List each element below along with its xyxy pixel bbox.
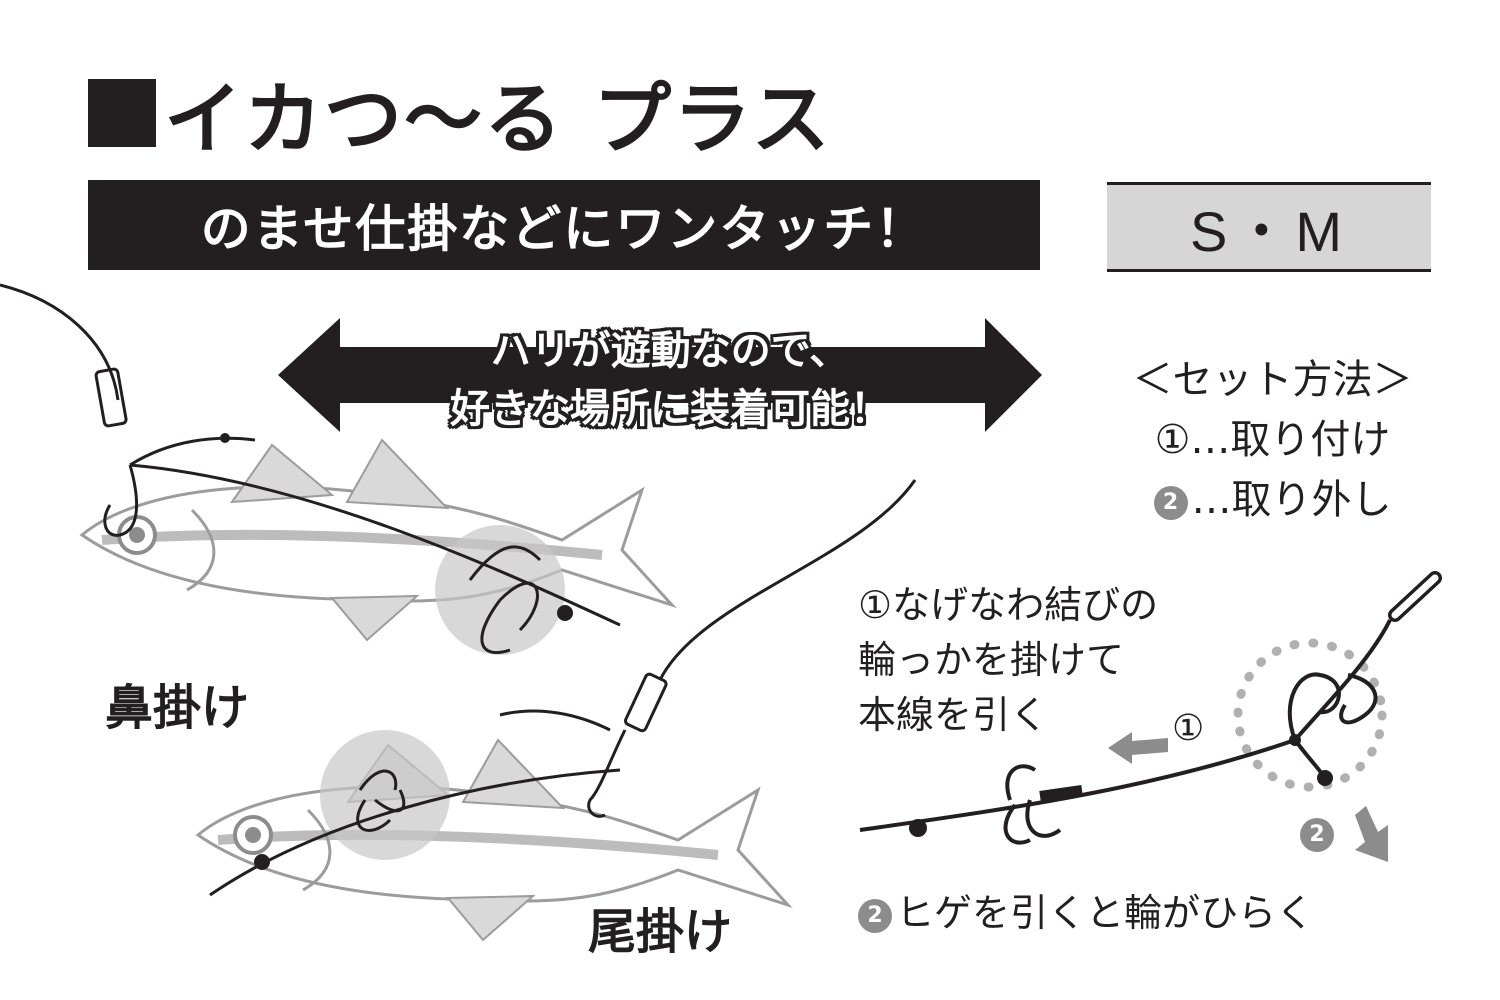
arrow-callout-line-1: ハリが遊動なので、 — [490, 328, 850, 374]
title-text: イカつ〜る プラス — [164, 75, 832, 165]
attach-instructions-line-3: 本線を引く — [858, 693, 1049, 737]
step-two-marker-badge: 2 — [1300, 818, 1334, 852]
size-text: S・M — [1190, 199, 1348, 263]
pull-down-arrow-icon — [1355, 806, 1388, 862]
pull-left-arrow-icon — [1108, 732, 1168, 764]
double-arrow-icon — [278, 318, 1042, 432]
attach-instructions: ①なげなわ結びの 輪っかを掛けて 本線を引く — [858, 578, 1158, 743]
knot-highlight-dashed — [1233, 638, 1387, 792]
step-one-marker: ① — [1172, 708, 1205, 749]
release-text: ヒゲを引くと輪がひらく — [896, 891, 1315, 935]
set-method-panel: ＜セット方法＞ ①…取り付け 2…取り外し — [1100, 350, 1445, 530]
attach-instructions-line-2: 輪っかを掛けて — [858, 638, 1125, 682]
arrow-callout: ハリが遊動なので、 好きな場所に装着可能！ — [360, 322, 980, 438]
set-method-detach: …取り外し — [1191, 477, 1392, 523]
tail-hook-label: 尾掛け — [588, 904, 733, 960]
step-two-badge: 2 — [1153, 486, 1188, 520]
nose-hook-rig — [0, 283, 621, 655]
title-square-icon — [88, 79, 156, 147]
set-method-attach: ①…取り付け — [1154, 417, 1391, 463]
tail-hook-highlight — [320, 730, 450, 860]
size-box: S・M — [1107, 182, 1431, 272]
tagline-banner: のませ仕掛などにワンタッチ！ — [88, 180, 1040, 270]
set-method-detach-row: 2…取り外し — [1100, 470, 1445, 530]
attach-instructions-line-1: ①なげなわ結びの — [858, 583, 1159, 627]
set-method-heading: ＜セット方法＞ — [1132, 357, 1413, 403]
step-two-marker: 2 — [1300, 818, 1338, 852]
nose-hook-label: 鼻掛け — [105, 680, 250, 736]
arrow-callout-line-2: 好きな場所に装着可能！ — [450, 386, 890, 432]
page-title: イカつ〜る プラス — [88, 68, 832, 165]
release-step-badge: 2 — [858, 899, 892, 933]
tagline-text: のませ仕掛などにワンタッチ！ — [200, 199, 928, 258]
